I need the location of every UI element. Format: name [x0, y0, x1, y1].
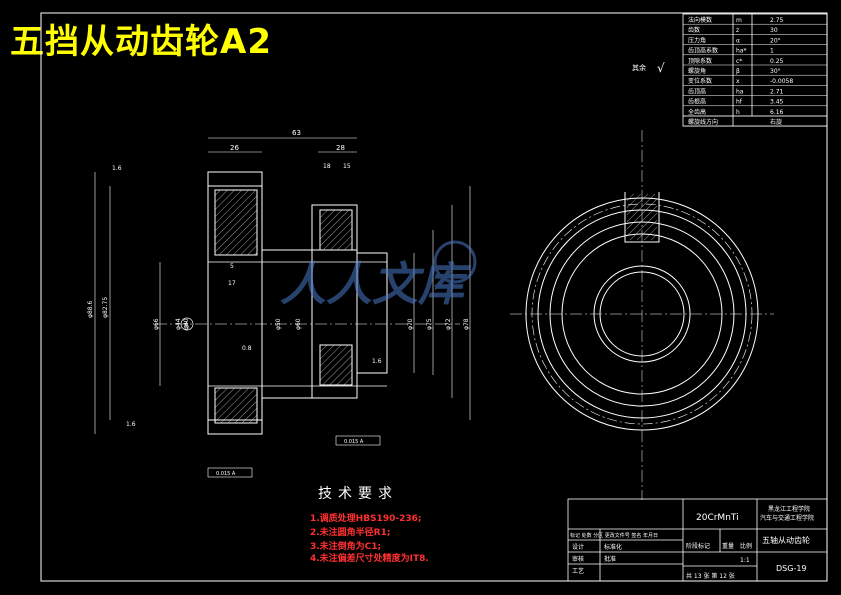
param-val: 3.45 [770, 99, 784, 106]
param-val: 20° [770, 37, 781, 44]
dim-d-c: φ70 [407, 318, 414, 330]
param-name: 齿顶高系数 [688, 47, 718, 55]
param-sym: h [736, 109, 740, 116]
tech-requirement-4: 4.未注偏差尺寸处精度为IT8. [310, 554, 429, 564]
diameter-labels: φ88.6 φ82.75 φ66 φ44 φ40 φ50 φ60 φ70 φ75… [87, 297, 470, 330]
roughness-note: 其余 [632, 63, 646, 72]
param-val: 6.16 [770, 109, 784, 116]
param-name: 螺旋角 [688, 67, 706, 75]
tb-dept: 汽车与交通工程学院 [760, 514, 814, 522]
param-val: 1 [770, 48, 774, 55]
dim-d-bore: φ44 [175, 318, 182, 330]
dim-d-b: φ60 [295, 318, 302, 330]
dim-d-in1: φ66 [153, 318, 160, 330]
dim-left-width: 26 [230, 144, 239, 152]
tb-school: 黑龙江工程学院 [768, 505, 810, 513]
dim-hub-len: 17 [228, 280, 236, 287]
tb-sheet: 共 13 张 第 12 张 [686, 572, 735, 580]
param-val: 2.75 [770, 17, 784, 24]
tolerance-frame-b [335, 435, 381, 446]
param-sym: m [736, 17, 742, 24]
tb-weight: 重量 [722, 542, 734, 550]
param-name: 齿数 [688, 26, 700, 34]
param-sym: c* [736, 58, 742, 65]
dim-hub-width: 28 [336, 144, 345, 152]
watermark-text: 人人文库 [280, 257, 472, 311]
tb-scale: 1:1 [740, 557, 750, 564]
tech-requirements-title: 技术要求 [318, 486, 398, 502]
datum-label: A [184, 321, 189, 329]
chamfer-d: 1.6 [372, 358, 382, 365]
param-name: 变位系数 [688, 77, 712, 85]
tb-scale-label: 比例 [740, 542, 752, 550]
dim-small-a: 18 [323, 163, 331, 170]
tech-requirement-3: 3.未注倒角为C1; [310, 542, 382, 552]
tech-requirement-2: 2.未注圆角半径R1; [310, 528, 391, 538]
tolerance-frame-a [207, 467, 253, 478]
tb-material: 20CrMnTi [696, 513, 739, 523]
dimension-lines [94, 137, 471, 434]
gear-end-view [510, 130, 774, 500]
param-name: 螺旋线方向 [688, 118, 718, 126]
drawing-title: 五挡从动齿轮A2 [10, 22, 272, 62]
tb-design: 设计 [572, 543, 584, 551]
tolerance-b: 0.015 A [344, 439, 364, 445]
param-sym: ha [736, 88, 744, 95]
param-val: -0.0058 [770, 78, 793, 85]
gear-section-view [155, 171, 460, 435]
param-name: 压力角 [688, 36, 706, 44]
param-sym: x [736, 78, 740, 85]
tb-stage-mark: 阶段标记 [686, 542, 710, 550]
param-name: 全齿高 [688, 108, 706, 116]
param-val: 30° [770, 68, 781, 75]
tolerance-a: 0.015 A [216, 471, 236, 477]
watermark: 人人文库 [280, 240, 477, 311]
dim-d-f: φ78 [463, 318, 470, 330]
param-sym: z [736, 27, 739, 34]
dim-d-bore2: φ40 [183, 318, 190, 330]
roughness-symbol-icon: √ [657, 61, 665, 75]
param-sym: β [736, 68, 740, 75]
param-sym: ha* [736, 48, 746, 55]
sheet-frame [40, 12, 828, 582]
tb-part-name: 五轴从动齿轮 [762, 535, 810, 545]
chamfer-a: 1.6 [112, 165, 122, 172]
tb-check: 审核 [572, 555, 584, 563]
dim-d-e: φ72 [445, 318, 452, 330]
param-val: 30 [770, 27, 778, 34]
param-sym: α [736, 37, 740, 44]
tb-code: DSG-19 [776, 564, 807, 573]
parameter-rows: 法向模数 m 2.75 齿数 z 30 压力角 α 20° 齿顶高系数 ha* 1 顶隙系数 c* 0.25… [683, 16, 827, 127]
param-val: 0.25 [770, 58, 784, 65]
tb-mark: 标记 处数 分区 更改文件号 签名 年月日 [570, 532, 658, 539]
dim-d-a: φ50 [275, 318, 282, 330]
chamfer-c: 0.8 [242, 345, 252, 352]
dim-d-tip: φ88.6 [87, 301, 94, 319]
param-val: 2.71 [770, 88, 784, 95]
title-block [567, 498, 828, 582]
param-name: 齿顶高 [688, 87, 706, 95]
tb-approve: 批准 [604, 555, 616, 563]
chamfer-b: 1.6 [126, 421, 136, 428]
param-name: 法向模数 [688, 16, 712, 24]
dim-d-d: φ75 [426, 318, 433, 330]
dim-d-pitch: φ82.75 [102, 297, 109, 318]
param-val: 右旋 [770, 118, 782, 126]
tb-std: 标准化 [604, 543, 622, 551]
dim-overall-length: 63 [292, 129, 301, 137]
param-sym: hf [736, 99, 743, 106]
dim-small-b: 15 [343, 163, 351, 170]
param-name: 顶隙系数 [688, 57, 712, 65]
tech-requirement-1: 1.调质处理HBS190-236; [310, 514, 422, 524]
datum-circle [180, 317, 194, 331]
dim-gap: 5 [230, 263, 234, 270]
param-name: 齿根高 [688, 98, 706, 106]
tb-process: 工艺 [572, 567, 584, 575]
